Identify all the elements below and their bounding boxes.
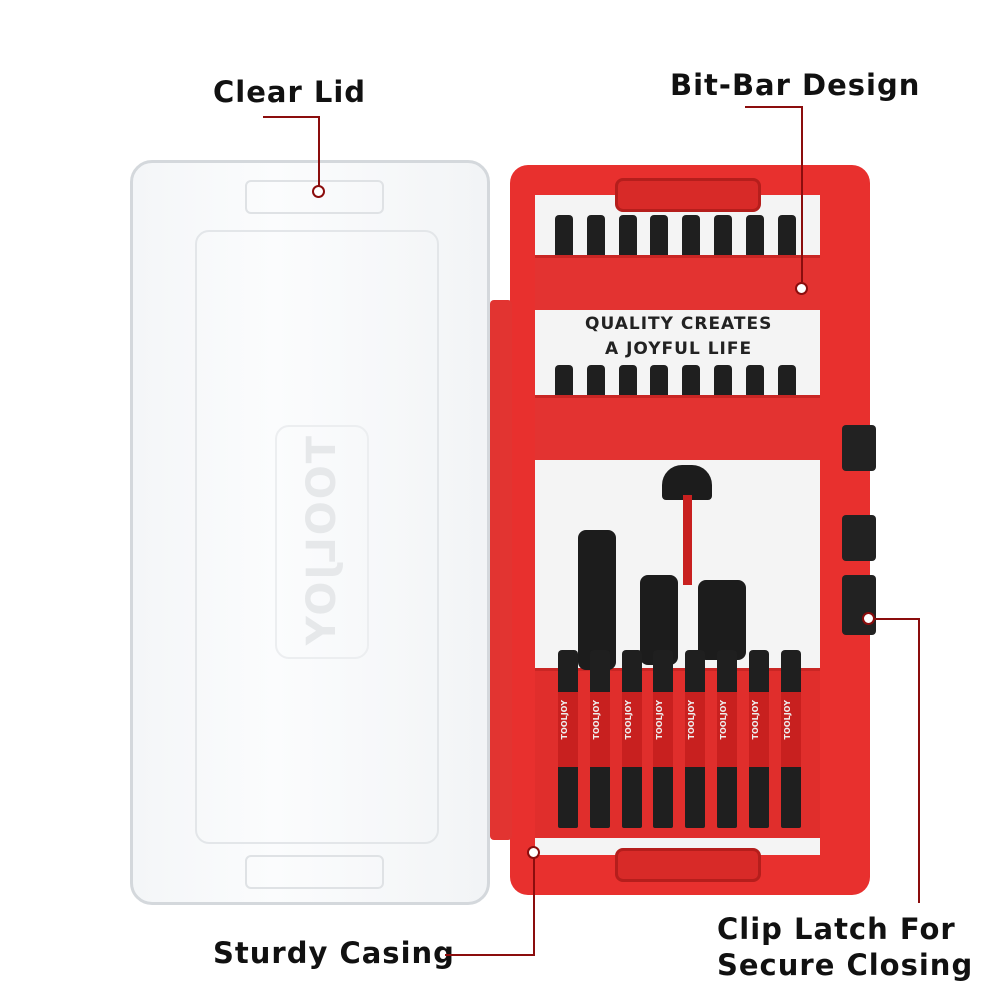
lid-bottom-tab [245, 855, 384, 889]
power-bit[interactable]: TOOLJOY [558, 650, 578, 828]
callout-dot [527, 846, 540, 859]
bit-bar-3 [535, 668, 820, 838]
callout-dot [795, 282, 808, 295]
hinge [490, 300, 512, 840]
box-print-line1: QUALITY CREATES [585, 314, 773, 334]
bit-bar-1 [535, 255, 820, 310]
callout-bit-bar-design: Bit-Bar Design [670, 68, 921, 102]
bit-logo: TOOLJOY [624, 700, 633, 740]
bit-red-band [653, 692, 673, 767]
bit-red-band [717, 692, 737, 767]
case-bottom-handle[interactable] [615, 848, 761, 882]
bit-red-band [590, 692, 610, 767]
callout-line [918, 618, 920, 903]
callout-clip-latch-line2: Secure Closing [717, 948, 974, 982]
bit-red-band [749, 692, 769, 767]
power-bit[interactable]: TOOLJOY [622, 650, 642, 828]
bit-logo: TOOLJOY [560, 700, 569, 740]
bit-logo: TOOLJOY [592, 700, 601, 740]
bit-logo: TOOLJOY [687, 700, 696, 740]
box-print-line2: A JOYFUL LIFE [605, 339, 753, 359]
clip-latch-1[interactable] [842, 425, 876, 471]
callout-clear-lid: Clear Lid [213, 75, 367, 109]
callout-line [263, 116, 320, 118]
case-top-handle[interactable] [615, 178, 761, 212]
power-bit[interactable]: TOOLJOY [590, 650, 610, 828]
callout-line [318, 116, 320, 186]
lid-logo: TOOLJOY [275, 425, 369, 659]
socket-long [578, 530, 616, 670]
power-bit[interactable]: TOOLJOY [685, 650, 705, 828]
power-bit[interactable]: TOOLJOY [653, 650, 673, 828]
bit-logo: TOOLJOY [655, 700, 664, 740]
callout-clip-latch-line1: Clip Latch For [717, 912, 956, 946]
bit-logo: TOOLJOY [719, 700, 728, 740]
bit-bar-2 [535, 395, 820, 460]
bit-holder-shaft [683, 495, 692, 585]
clip-latch-3[interactable] [842, 575, 876, 635]
callout-line [801, 106, 803, 282]
lid-inner-panel [195, 230, 439, 844]
callout-line [745, 106, 803, 108]
power-bit[interactable]: TOOLJOY [781, 650, 801, 828]
callout-dot [312, 185, 325, 198]
power-bit[interactable]: TOOLJOY [717, 650, 737, 828]
power-bit[interactable]: TOOLJOY [749, 650, 769, 828]
bit-red-band [781, 692, 801, 767]
clear-lid [130, 160, 490, 905]
lid-logo-text: TOOLJOY [299, 436, 345, 648]
bit-logo: TOOLJOY [783, 700, 792, 740]
callout-line [533, 855, 535, 956]
clip-latch-2[interactable] [842, 515, 876, 561]
bit-logo: TOOLJOY [751, 700, 760, 740]
callout-dot [862, 612, 875, 625]
socket-large [698, 580, 746, 660]
callout-sturdy-casing: Sturdy Casing [213, 936, 455, 970]
callout-line [445, 954, 535, 956]
lid-top-tab [245, 180, 384, 214]
callout-line [875, 618, 920, 620]
bit-red-band [685, 692, 705, 767]
bit-red-band [622, 692, 642, 767]
bit-holder [662, 465, 712, 500]
bit-red-band [558, 692, 578, 767]
